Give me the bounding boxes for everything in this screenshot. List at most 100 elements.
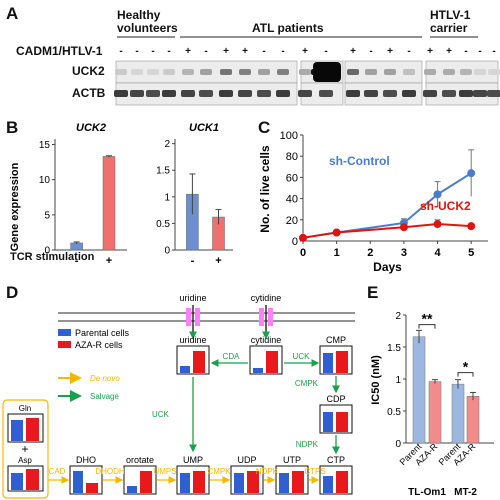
- group-label-line: carrier: [430, 21, 468, 35]
- uck2-band: [258, 69, 270, 75]
- uck2-band: [365, 69, 377, 75]
- actb-band: [346, 90, 360, 97]
- legend-swatch-azar: [58, 341, 71, 348]
- plus-sign: +: [21, 442, 28, 456]
- panel-b-ylabel: Gene expression: [9, 162, 21, 251]
- cadm1-sign: -: [324, 46, 328, 57]
- group-label-line: HTLV-1: [430, 8, 471, 22]
- legend-swatch-parental: [58, 329, 71, 336]
- enzyme-cda: CDA: [223, 352, 241, 361]
- transporter: [259, 308, 264, 326]
- actb-band: [130, 90, 144, 97]
- panel-label-e: E: [367, 283, 379, 302]
- group-label-line: ATL patients: [252, 21, 324, 35]
- y-tick-label: 2: [164, 139, 170, 150]
- enzyme-uck-mid: UCK: [152, 410, 170, 419]
- actb-band: [199, 90, 213, 97]
- group-healthy-volunteers: Healthy volunteers: [117, 9, 178, 35]
- bar-azar: [26, 469, 39, 490]
- node-cmp: CMP: [326, 335, 346, 345]
- cadm1-sign: -: [478, 46, 482, 57]
- bar-parental: [323, 412, 333, 432]
- uck2-band: [384, 69, 396, 75]
- series-label-sh-control: sh-Control: [329, 154, 390, 168]
- actb-band: [298, 90, 312, 97]
- actb-band: [276, 90, 290, 97]
- bar: [428, 381, 442, 444]
- bar-azar: [140, 471, 152, 493]
- x-tick-label: 5: [468, 247, 474, 259]
- series-label-sh-uck2: sh-UCK2: [420, 199, 471, 213]
- cadm1-sign: -: [167, 46, 171, 57]
- transporter: [186, 308, 191, 326]
- cadm1-sign: +: [185, 46, 191, 57]
- bar-azar: [26, 418, 39, 441]
- node-utp: UTP: [283, 455, 301, 465]
- cadm1-sign: -: [369, 46, 373, 57]
- node-cytidine-extracellular: cytidine: [251, 293, 282, 303]
- bar-parental: [323, 476, 333, 493]
- panel-c-ylabel: No. of live cells: [258, 145, 272, 233]
- x-tick-label: 1: [334, 247, 340, 259]
- cadm1-sign: +: [223, 46, 229, 57]
- node-ump: UMP: [183, 455, 203, 465]
- bar-parental: [180, 366, 190, 373]
- data-point: [467, 169, 476, 178]
- enzyme-ctps: CTPS: [304, 467, 325, 476]
- significance-mark: *: [463, 359, 469, 375]
- node-asp: Asp: [18, 456, 32, 465]
- uck2-band: [200, 69, 212, 75]
- enzyme-cmpk-v: CMPK: [295, 379, 319, 388]
- x-tick-label: -: [191, 255, 195, 267]
- enzyme-cmpk_h: CMPK: [207, 467, 231, 476]
- actb-band: [238, 90, 252, 97]
- panel-b-chart: Gene expressionUCK2051015-+UCK100.511.52…: [9, 122, 233, 267]
- y-tick-label: 15: [39, 140, 51, 151]
- panel-e-chart: IC50 (nM)00.511.52ParentAZA-R**TL-Om1Par…: [370, 311, 494, 498]
- bar-parental: [11, 420, 23, 441]
- x-tick-label: -: [75, 255, 79, 267]
- y-tick-label: 0: [44, 246, 50, 257]
- actb-band: [146, 90, 160, 97]
- data-point: [399, 223, 408, 232]
- panel-label-a: A: [6, 4, 19, 23]
- uck2-band: [239, 69, 251, 75]
- y-tick-label: 0.5: [156, 219, 170, 230]
- bar-azar: [247, 471, 259, 493]
- blot-label-actb: ACTB: [72, 86, 106, 100]
- legend-denovo: De novo: [90, 374, 120, 383]
- y-tick-label: 100: [280, 130, 298, 142]
- enzyme-umps: UMPS: [153, 467, 176, 476]
- y-tick-label: 0: [395, 439, 401, 450]
- panel-label-c: C: [258, 118, 271, 137]
- group-label: TL-Om1: [408, 487, 446, 498]
- node-cdp: CDP: [326, 394, 345, 404]
- node-uridine-extracellular: uridine: [179, 293, 206, 303]
- uck2-band: [299, 69, 311, 75]
- bar: [451, 383, 465, 444]
- actb-band: [162, 90, 176, 97]
- bar: [102, 156, 116, 251]
- bar-azar: [266, 351, 278, 373]
- bar: [466, 396, 480, 444]
- cadm1-sign: -: [407, 46, 411, 57]
- group-htlv1-carrier: HTLV-1 carrier: [430, 9, 470, 35]
- actb-band: [383, 90, 397, 97]
- bar-parental: [127, 486, 137, 493]
- actb-band: [114, 90, 128, 97]
- bar-azar: [86, 483, 98, 493]
- bar-parental: [253, 368, 263, 373]
- cadm1-sign: +: [427, 46, 433, 57]
- y-tick-label: 60: [286, 172, 298, 184]
- y-tick-label: 1.5: [156, 166, 170, 177]
- data-point: [433, 190, 442, 199]
- panel-label-d: D: [6, 283, 19, 302]
- actb-band: [459, 90, 473, 97]
- y-tick-label: 40: [286, 194, 298, 206]
- significance-mark: **: [422, 311, 433, 327]
- panel-c-xlabel: Days: [373, 260, 402, 274]
- node-uridine: uridine: [179, 335, 206, 345]
- legend-parental: Parental cells: [75, 328, 130, 338]
- uck2-band: [182, 69, 194, 75]
